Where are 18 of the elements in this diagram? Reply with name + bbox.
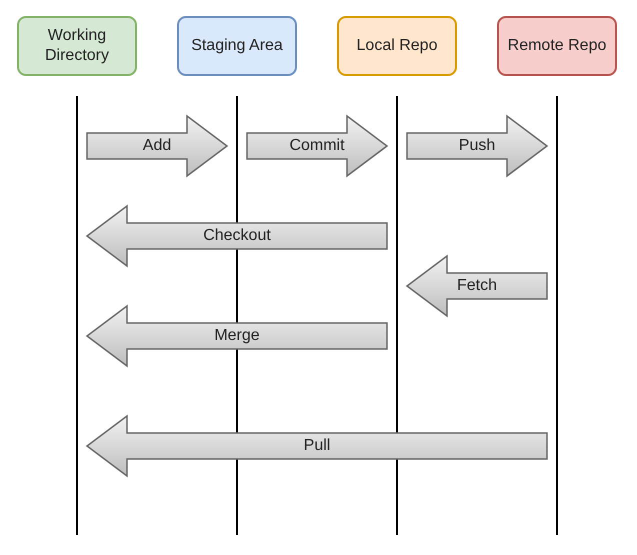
- edge-label: Push: [458, 137, 496, 155]
- edge-label: Add: [142, 137, 172, 155]
- edge-label: Checkout: [203, 227, 271, 245]
- block-arrow: [86, 304, 388, 368]
- participant-box: Working Directory: [17, 16, 137, 76]
- block-arrow: [86, 114, 228, 178]
- block-arrow: [406, 254, 548, 318]
- participant-box: Staging Area: [177, 16, 297, 76]
- block-arrow: [406, 114, 548, 178]
- participant-box: Remote Repo: [497, 16, 617, 76]
- block-arrow: [246, 114, 388, 178]
- block-arrow: [86, 204, 388, 268]
- edge-label: Commit: [289, 137, 345, 155]
- edge-label: Pull: [304, 437, 330, 455]
- participant-box: Local Repo: [337, 16, 457, 76]
- block-arrow: [86, 414, 548, 478]
- edge-label: Merge: [214, 327, 260, 345]
- edge-label: Fetch: [457, 277, 497, 295]
